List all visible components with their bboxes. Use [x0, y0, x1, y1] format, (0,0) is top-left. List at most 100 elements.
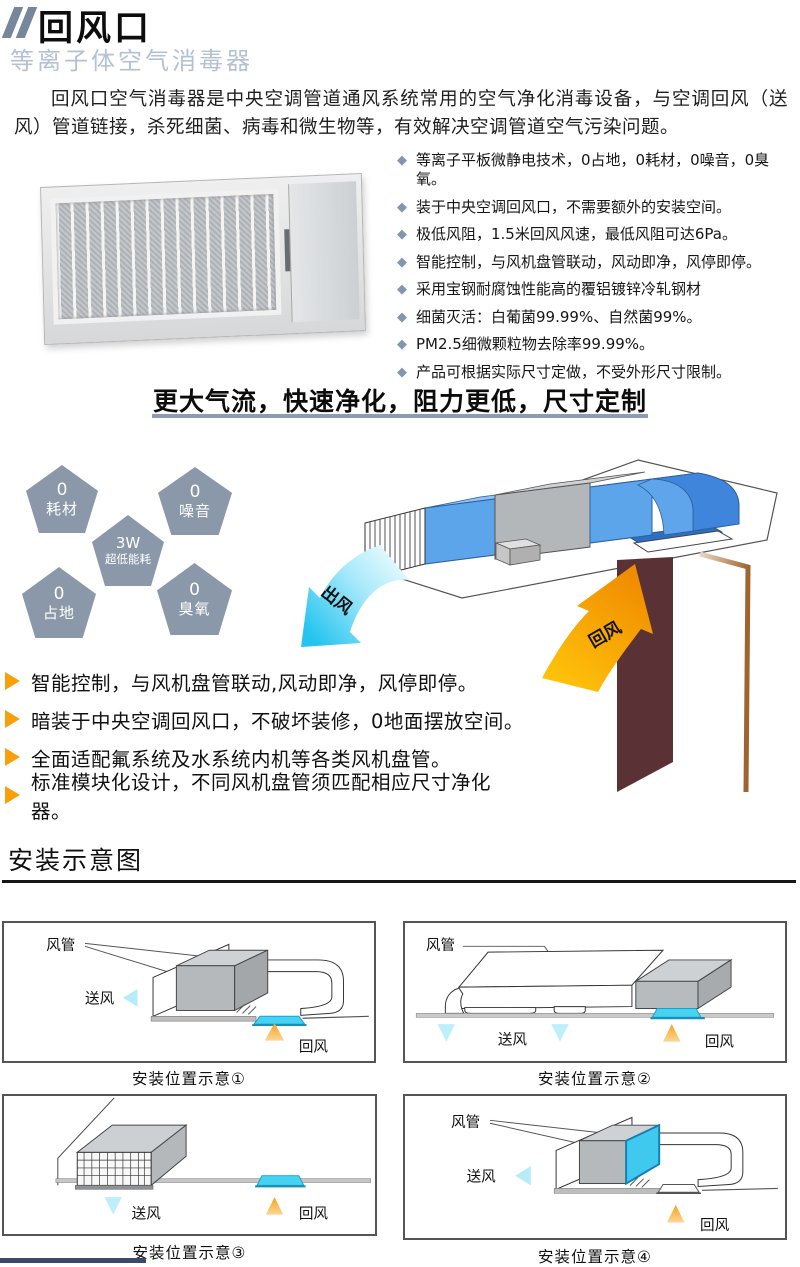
ceiling-band [150, 1016, 257, 1022]
hatch-connector [629, 1177, 650, 1188]
return-grille [256, 1175, 305, 1186]
supply-arrow-icon [122, 989, 138, 1007]
diagram-3-caption: 安装位置示意③ [132, 1244, 247, 1262]
return-arrow-icon [666, 1204, 685, 1223]
feature-text: 采用宝钢耐腐蚀性能高的覆铝镀锌冷轧钢材 [416, 280, 702, 298]
fancoil-side [697, 959, 732, 1010]
badge-label: 超低能耗 [105, 552, 151, 566]
diamond-bullet-icon: ◆ [397, 227, 407, 242]
product-photo [40, 172, 366, 346]
diamond-bullet-icon: ◆ [397, 282, 407, 297]
supply-arrow-icon [515, 1166, 531, 1186]
product-latch [284, 229, 291, 272]
diamond-bullet-icon: ◆ [397, 199, 407, 215]
return-grille-plate [632, 530, 734, 553]
highlight-text: 标准模块化设计，不同风机盘管须匹配相应尺寸净化器。 [31, 771, 492, 823]
sensor-box [494, 538, 542, 566]
ceiling-band [553, 1188, 662, 1194]
supply-label: 送风 [467, 1169, 497, 1186]
left-elbow [444, 987, 465, 1014]
diffuser-boot [464, 1007, 537, 1014]
feature-item: ◆ 产品可根据实际尺寸定做，不受外形尺寸限制。 [397, 363, 797, 382]
banner-underline [152, 414, 648, 418]
feature-text: 产品可根据实际尺寸定做，不受外形尺寸限制。 [416, 362, 732, 381]
highlight-item: 标准模块化设计，不同风机盘管须匹配相应尺寸净化器。 [5, 771, 525, 823]
unit-flange [75, 1185, 154, 1190]
page-subtitle: 等离子体空气消毒器 [10, 47, 253, 75]
diagram-3-svg: 送风 回风 [55, 1097, 371, 1222]
duct-label: 风管 [451, 1114, 480, 1131]
return-label: 回风 [705, 1033, 735, 1050]
arrow-bullet-icon [5, 748, 20, 766]
badge-value: 0 [53, 583, 65, 604]
supply-label: 送风 [498, 1031, 528, 1048]
product-grille [50, 188, 282, 325]
badge-label: 占地 [42, 603, 75, 622]
diamond-bullet-icon: ◆ [397, 254, 407, 270]
feature-list: ◆等离子平板微静电技术，0占地，0耗材，0噪音，0臭氧。 ◆装于中央空调回风口，… [397, 151, 797, 390]
flat-duct-front [458, 984, 633, 1010]
duct-elbow-front [637, 478, 694, 536]
highlight-list: 智能控制，与风机盘管联动,风动即净，风停即停。 暗装于中央空调回风口，不破坏装修… [5, 662, 525, 823]
feature-text: PM2.5细微颗粒物去除率99.99%。 [416, 335, 655, 353]
diagram-4-caption: 安装位置示意④ [538, 1248, 652, 1266]
diagram-2-caption: 安装位置示意② [538, 1070, 652, 1088]
feature-text: 等离子平板微静电技术，0占地，0耗材，0噪音，0臭氧。 [416, 151, 770, 188]
return-arrow-icon [265, 1197, 284, 1215]
purifier-panel [625, 1123, 661, 1186]
section-rule [2, 880, 796, 883]
duct-illustration: 回风 出风 [280, 440, 800, 800]
badge-value: 0 [56, 480, 68, 500]
wall-corner [57, 1097, 115, 1186]
unit-grille-front [76, 1151, 152, 1186]
return-label: 回风 [700, 1217, 730, 1234]
ceiling-band [55, 1178, 371, 1183]
highlight-text: 全面适配氟系统及水系统内机等各类风机盘管。 [31, 747, 452, 771]
duct-label: 风管 [46, 937, 75, 954]
supply-arrow-icon [104, 1197, 122, 1215]
return-label: 回风 [299, 1038, 329, 1055]
banner-heading: 更大气流，快速净化，阻力更低，尺寸定制 [152, 387, 647, 416]
return-grille [651, 1008, 702, 1018]
fancoil-front [578, 1140, 627, 1185]
highlight-text: 智能控制，与风机盘管联动,风动即净，风停即停。 [31, 671, 478, 695]
feature-item: ◆智能控制，与风机盘管联动，风动即净，风停即停。 [397, 253, 797, 272]
diamond-bullet-icon: ◆ [397, 153, 407, 168]
supply-arrow-icon [551, 1024, 569, 1042]
badge-value: 0 [189, 580, 200, 600]
install-diagram-3: 送风 回风 [2, 1094, 377, 1236]
highlight-item: 暗装于中央空调回风口，不破坏装修，0地面摆放空间。 [5, 700, 525, 738]
flat-duct-top [457, 949, 665, 988]
return-arrow-icon [663, 1024, 681, 1042]
feature-text: 极低风阻，1.5米回风风速，最低风阻可达6Pa。 [416, 225, 737, 243]
diffuser-boot [553, 1006, 586, 1014]
install-section-heading: 安装示意图 [8, 846, 144, 875]
feature-item: ◆细菌灭活：白葡菌99.99%、自然菌99%。 [397, 308, 797, 327]
diagram-1-caption: 安装位置示意① [132, 1070, 246, 1088]
product-side-panel [284, 181, 360, 323]
return-grille [253, 1015, 306, 1025]
product-body [40, 172, 366, 346]
supply-label: 送风 [132, 1205, 162, 1222]
feature-item: ◆ 采用宝钢耐腐蚀性能高的覆铝镀锌冷轧钢材 [397, 280, 797, 299]
fancoil-front [635, 980, 699, 1010]
diagram-2-svg: 风管 送风 回风 [415, 937, 775, 1050]
ceiling-band [415, 1013, 775, 1018]
fancoil-side [234, 949, 269, 1012]
diamond-bullet-icon: ◆ [397, 364, 407, 380]
diagram-4-svg: 风管 送风 回风 [451, 1114, 778, 1234]
arrow-bullet-icon [5, 672, 20, 690]
duct-label: 风管 [426, 937, 455, 954]
page-title: 回风口 [38, 9, 153, 49]
diagram-1-svg: 风管 送风 回风 [46, 937, 369, 1055]
feature-item: ◆ 等离子平板微静电技术，0占地，0耗材，0噪音，0臭氧。 [397, 151, 797, 189]
return-duct [650, 1132, 744, 1187]
install-diagram-1: 风管 送风 回风 [2, 921, 376, 1063]
arrow-bullet-icon [5, 710, 20, 728]
intro-paragraph: 回风口空气消毒器是中央空调管道通风系统常用的空气净化消毒设备，与空调回风（送风）… [14, 89, 788, 138]
